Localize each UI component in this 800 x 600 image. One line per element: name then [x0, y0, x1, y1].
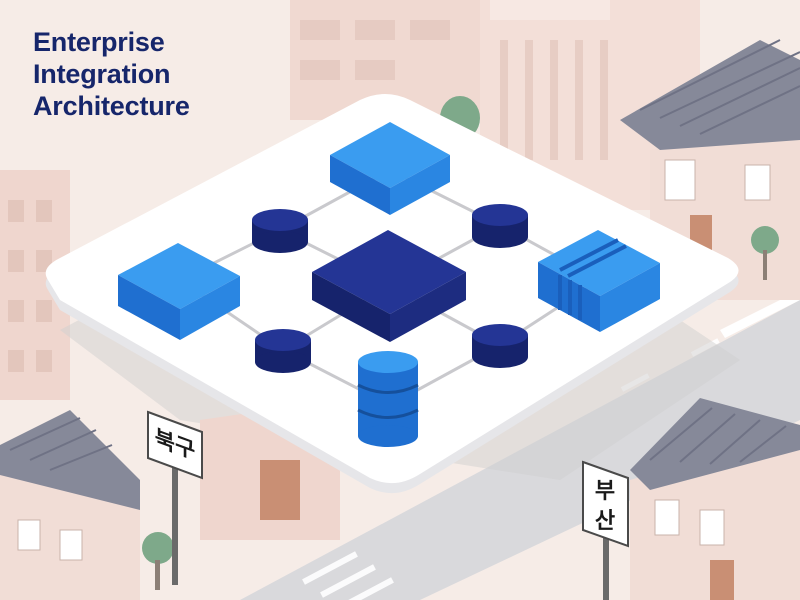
title-line-1: Enterprise: [33, 27, 165, 57]
sign-right-text-top: 부: [595, 479, 615, 504]
tree-icon: [142, 532, 174, 564]
page-title: Enterprise Integration Architecture: [33, 26, 190, 122]
block-icon: [312, 230, 466, 342]
street-sign-icon: 부 산: [582, 460, 629, 600]
server-icon: [538, 230, 660, 332]
house-bottom-right: [630, 398, 800, 600]
node-icon: [472, 204, 528, 248]
title-line-3: Architecture: [33, 91, 190, 121]
sign-right-text-bottom: 산: [595, 509, 615, 534]
node-icon: [255, 329, 311, 373]
block-icon: [330, 122, 450, 215]
database-icon: [357, 351, 419, 447]
title-line-2: Integration: [33, 59, 171, 89]
tree-icon: [751, 226, 779, 254]
node-icon: [472, 324, 528, 368]
block-icon: [118, 243, 240, 340]
house-bottom-left: [0, 410, 174, 600]
node-icon: [252, 209, 308, 253]
background-buildings: [0, 0, 700, 400]
street-sign-icon: 북구: [147, 410, 203, 585]
